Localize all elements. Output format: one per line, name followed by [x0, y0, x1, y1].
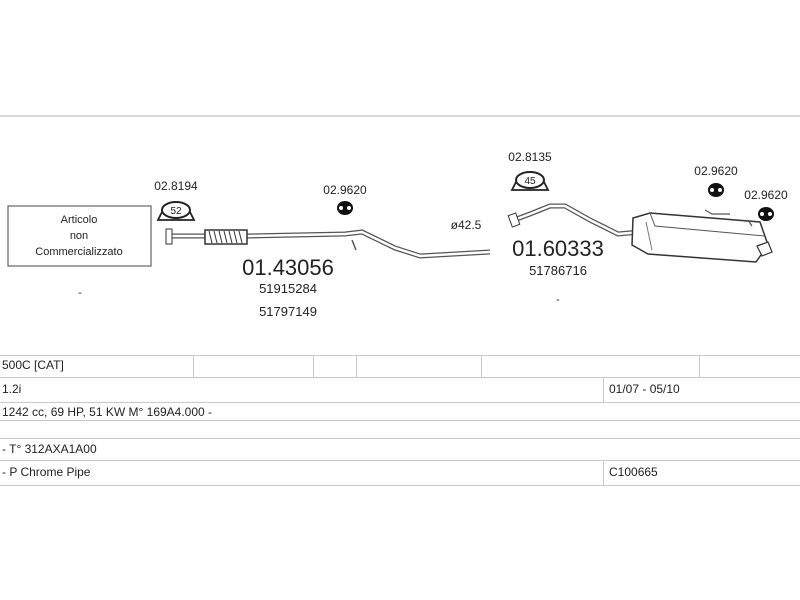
table-divider: [699, 355, 700, 377]
row-years: 01/07 - 05/10: [609, 382, 680, 396]
table-divider: [193, 355, 194, 377]
table-line: [0, 355, 800, 356]
table-line: [0, 377, 800, 378]
rubber-mount-02-9620-b[interactable]: 02.9620: [694, 164, 738, 197]
table-line: [0, 485, 800, 486]
notice-line-3: Commercializzato: [35, 246, 122, 258]
table-line: [0, 460, 800, 461]
table-line: [0, 402, 800, 403]
table-line: [0, 420, 800, 421]
not-available-notice: Articolo non Commercializzato: [7, 205, 152, 267]
row-pipe-note: - P Chrome Pipe: [2, 465, 91, 479]
exhaust-diagram: Articolo non Commercializzato - 02.8194 …: [0, 115, 800, 319]
part-code-02-9620-b: 02.9620: [694, 164, 738, 178]
row-type: - T° 312AXA1A00: [2, 442, 97, 456]
ref-51797149: 51797149: [259, 304, 317, 319]
rubber-mount-02-9620-a[interactable]: 02.9620: [323, 183, 367, 215]
part-code-02-9620-c: 02.9620: [744, 188, 788, 202]
rear-silencer-01-60333[interactable]: 01.60333 51786716 -: [507, 203, 773, 306]
stray-dot-2: -: [556, 294, 560, 306]
pipe-diameter-label: ø42.5: [451, 218, 482, 232]
clamp-02-8135[interactable]: 02.8135 45: [508, 150, 552, 191]
rubber-mount-02-9620-c[interactable]: 02.9620: [744, 188, 788, 221]
ref-51786716: 51786716: [529, 263, 587, 278]
clamp-size-52: 52: [170, 206, 182, 217]
part-code-02-8194: 02.8194: [154, 179, 198, 193]
table-divider: [603, 377, 604, 402]
clamp-size-45: 45: [524, 176, 536, 187]
notice-line-2: non: [70, 230, 88, 242]
table-divider: [603, 460, 604, 485]
part-code-01-60333: 01.60333: [512, 236, 604, 261]
table-divider: [356, 355, 357, 377]
table-divider: [313, 355, 314, 377]
notice-line-1: Articolo: [61, 214, 98, 226]
part-code-01-43056: 01.43056: [242, 255, 334, 280]
clamp-02-8194[interactable]: 02.8194 52: [154, 179, 198, 221]
row-specs: 1242 cc, 69 HP, 51 KW M° 169A4.000 -: [2, 405, 213, 419]
part-code-02-9620-a: 02.9620: [323, 183, 367, 197]
table-line: [0, 438, 800, 439]
row-catalog-code: C100665: [609, 465, 658, 479]
row-model: 500C [CAT]: [2, 358, 64, 372]
table-divider: [481, 355, 482, 377]
ref-51915284: 51915284: [259, 281, 317, 296]
row-engine: 1.2i: [2, 382, 22, 396]
part-code-02-8135: 02.8135: [508, 150, 552, 164]
front-pipe-01-43056[interactable]: 01.43056 51915284 51797149: [165, 228, 491, 319]
stray-dot: -: [78, 287, 82, 299]
